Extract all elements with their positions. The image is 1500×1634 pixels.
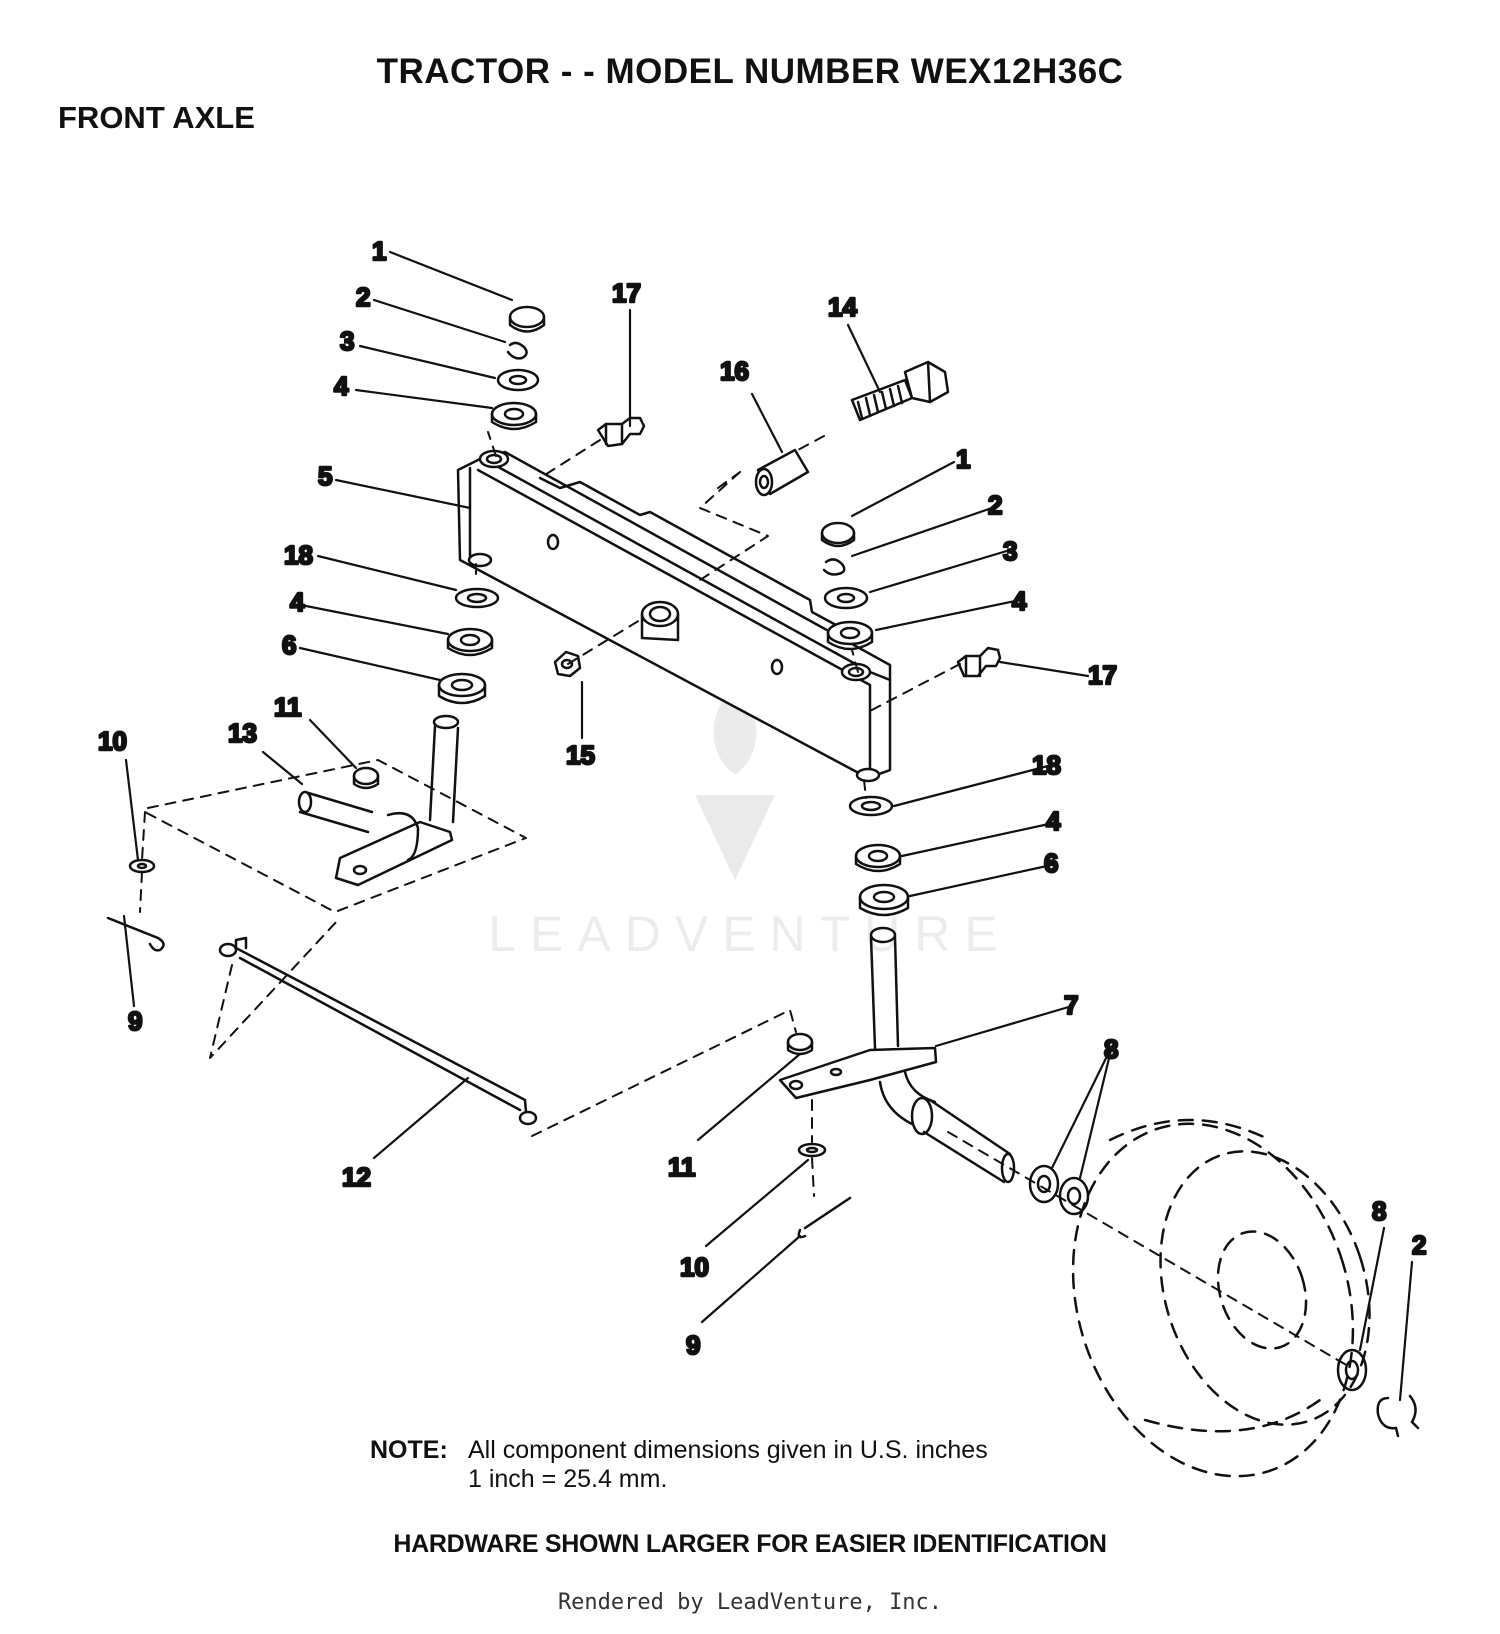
- watermark-text: LEADVENTURE: [488, 906, 1012, 962]
- callout-17-left: 17: [612, 278, 641, 308]
- bolt-14: [850, 360, 950, 422]
- axle-beam: [456, 449, 892, 783]
- callout-17-right: 17: [1088, 660, 1117, 690]
- right-washer-3: [823, 586, 869, 610]
- assembly-dashed-lines: [139, 431, 1349, 1367]
- left-lower-bearing-4: [446, 627, 494, 657]
- dimension-note: NOTE: All component dimensions given in U…: [370, 1436, 988, 1494]
- callout-18-left: 18: [284, 540, 313, 570]
- callout-1-right: 1: [956, 444, 970, 474]
- grease-fitting-17-left: [596, 416, 646, 448]
- callout-4-right-lower: 4: [1046, 806, 1061, 836]
- tie-rod: [218, 936, 538, 1126]
- callout-4-right-upper: 4: [1012, 586, 1027, 616]
- callout-7: 7: [1064, 990, 1078, 1020]
- right-cotter-pin-9: [797, 1196, 852, 1239]
- section-title: FRONT AXLE: [58, 100, 255, 135]
- right-dust-cap: [820, 521, 856, 548]
- callout-11-left: 11: [274, 692, 302, 722]
- callout-3-left: 3: [340, 326, 354, 356]
- callout-13: 13: [228, 718, 257, 748]
- callout-10-left: 10: [98, 726, 127, 756]
- callout-5: 5: [318, 461, 332, 491]
- callout-9-left: 9: [128, 1006, 142, 1036]
- spacer-tube-16: [754, 448, 810, 497]
- callout-8-pair: 8: [1104, 1034, 1118, 1064]
- right-lower-bearing-4: [854, 843, 902, 873]
- callout-2-right: 2: [988, 490, 1002, 520]
- callout-2-left: 2: [356, 282, 370, 312]
- left-dust-cap: [508, 305, 546, 333]
- note-label: NOTE:: [370, 1436, 448, 1464]
- left-bearing-4: [490, 401, 538, 431]
- right-spindle-7: [778, 926, 1016, 1184]
- outer-wheel-washer-8: [1336, 1348, 1368, 1392]
- callout-3-right: 3: [1003, 536, 1017, 566]
- right-bearing-4: [826, 620, 874, 651]
- hardware-note: HARDWARE SHOWN LARGER FOR EASIER IDENTIF…: [393, 1530, 1107, 1558]
- footer-credit: Rendered by LeadVenture, Inc.: [557, 1590, 943, 1615]
- left-cotter-pin-9: [106, 916, 165, 952]
- page-title: TRACTOR - - MODEL NUMBER WEX12H36C: [376, 52, 1124, 91]
- right-lower-washer-18: [848, 795, 894, 817]
- callout-4-left-lower: 4: [290, 587, 305, 617]
- left-nut-11: [352, 766, 380, 790]
- grease-fitting-17-right: [956, 646, 1002, 678]
- right-washer-10: [797, 1142, 827, 1158]
- left-spacer-6: [437, 672, 487, 705]
- callout-2-outer: 2: [1412, 1230, 1426, 1260]
- wheel-tire-phantom: [1071, 1118, 1371, 1478]
- callout-numbers: 1 2 3 4 5 18 4 6 17 16 14 1 2 3 4 17 15 …: [97, 235, 1428, 1362]
- callout-16: 16: [720, 356, 749, 386]
- right-hairpin-clip: [822, 558, 846, 576]
- callout-10-right: 10: [680, 1252, 709, 1282]
- callout-4-left-upper: 4: [334, 371, 349, 401]
- callout-11-right: 11: [668, 1152, 696, 1182]
- note-line-1: NOTE: All component dimensions given in U…: [370, 1436, 988, 1465]
- left-spindle: [297, 714, 460, 887]
- callout-1-left: 1: [372, 236, 386, 266]
- right-spacer-6: [858, 883, 910, 917]
- callout-14: 14: [828, 292, 857, 322]
- callout-8-outer: 8: [1372, 1196, 1386, 1226]
- callout-6-left: 6: [282, 630, 296, 660]
- callout-15: 15: [566, 740, 595, 770]
- outer-retaining-ring-2: [1376, 1394, 1420, 1438]
- callout-6-right: 6: [1044, 848, 1058, 878]
- left-washer-3: [496, 368, 540, 392]
- note-text-2: 1 inch = 25.4 mm.: [468, 1465, 668, 1493]
- note-text-1: All component dimensions given in U.S. i…: [468, 1436, 988, 1464]
- left-hairpin-clip: [506, 341, 528, 360]
- right-nut-11: [786, 1032, 814, 1056]
- left-lower-washer-18: [454, 587, 500, 609]
- callout-leader-lines: [122, 250, 1414, 1402]
- callout-12: 12: [342, 1162, 371, 1192]
- callout-9-right: 9: [686, 1330, 700, 1360]
- left-washer-10: [128, 858, 156, 874]
- wheel-washers-8: [1028, 1164, 1090, 1216]
- callout-18-right: 18: [1032, 750, 1061, 780]
